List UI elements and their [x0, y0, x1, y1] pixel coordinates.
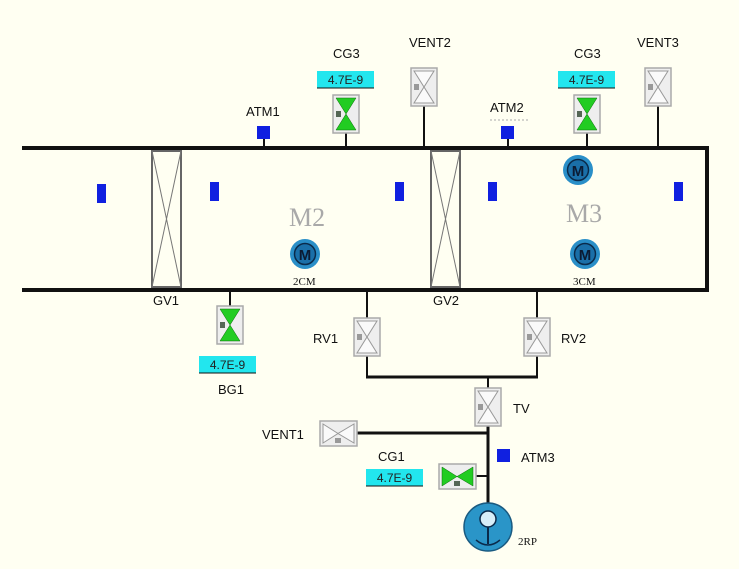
- pump-icon-2rp[interactable]: [463, 502, 513, 552]
- atm-label-atm3: ATM3: [521, 450, 555, 465]
- valve-icon-bg1[interactable]: [216, 305, 244, 345]
- indicator-block: [210, 182, 219, 201]
- valve-label-vent1: VENT1: [262, 427, 304, 442]
- gauge-label-cg1: CG1: [378, 449, 405, 464]
- gauge-readout-cg3-right: 4.7E-9: [558, 71, 615, 89]
- valve-icon-tv[interactable]: [474, 387, 502, 427]
- valve-icon-rv2[interactable]: [523, 317, 551, 357]
- valve-icon-cg1[interactable]: [438, 463, 477, 490]
- gauge-label-cg3-right: CG3: [574, 46, 601, 61]
- gauge-readout-cg3-left: 4.7E-9: [317, 71, 374, 89]
- valve-label-rv1: RV1: [313, 331, 338, 346]
- svg-text:M: M: [572, 163, 585, 180]
- gate-label-gv2: GV2: [433, 293, 459, 308]
- gate-label-gv1: GV1: [153, 293, 179, 308]
- valve-label-vent2: VENT2: [409, 35, 451, 50]
- indicator-block: [488, 182, 497, 201]
- svg-text:4.7E-9: 4.7E-9: [377, 471, 413, 485]
- bottom-pipes: [229, 290, 538, 505]
- valve-icon-vent2[interactable]: [410, 67, 438, 107]
- gauge-label-cg3-left: CG3: [333, 46, 360, 61]
- gate-valve-gv1[interactable]: [151, 150, 182, 288]
- main-chamber: [22, 146, 709, 292]
- indicator-block: [395, 182, 404, 201]
- indicator-block: [674, 182, 683, 201]
- valve-icon-cg3-left[interactable]: [332, 94, 360, 134]
- svg-text:4.7E-9: 4.7E-9: [210, 358, 246, 372]
- chamber-label-m3: M3: [566, 199, 602, 228]
- valve-label-rv2: RV2: [561, 331, 586, 346]
- svg-text:4.7E-9: 4.7E-9: [569, 73, 605, 87]
- gauge-readout-cg1: 4.7E-9: [366, 469, 423, 487]
- valve-icon-rv1[interactable]: [353, 317, 381, 357]
- atm-label-atm2: ATM2: [490, 100, 524, 115]
- motor-label-2cm: 2CM: [293, 276, 316, 288]
- svg-text:4.7E-9: 4.7E-9: [328, 73, 364, 87]
- atm-sensor-atm3[interactable]: [497, 449, 510, 462]
- gate-valve-gv2[interactable]: [430, 150, 461, 288]
- indicator-block: [97, 184, 106, 203]
- pump-label-2rp: 2RP: [518, 536, 537, 548]
- chamber-label-m2: M2: [289, 203, 325, 232]
- chamber-indicators: [97, 182, 683, 203]
- motor-icon-m3-top[interactable]: M: [563, 155, 593, 185]
- gauge-readout-bg1: 4.7E-9: [199, 356, 256, 374]
- gauge-label-bg1: BG1: [218, 382, 244, 397]
- atm-label-atm1: ATM1: [246, 104, 280, 119]
- motor-icon-2cm[interactable]: M: [290, 239, 320, 269]
- valve-icon-vent3[interactable]: [644, 67, 672, 107]
- motor-label-3cm: 3CM: [573, 276, 596, 288]
- motor-icon-3cm[interactable]: M: [570, 239, 600, 269]
- valve-label-vent3: VENT3: [637, 35, 679, 50]
- atm-sensor-atm1[interactable]: [257, 126, 270, 139]
- valve-icon-cg3-right[interactable]: [573, 94, 601, 134]
- svg-text:M: M: [299, 247, 312, 264]
- valve-icon-vent1[interactable]: [319, 420, 358, 447]
- valve-label-tv: TV: [513, 401, 530, 416]
- svg-text:M: M: [579, 247, 592, 264]
- top-pipes: [263, 104, 659, 148]
- atm-sensor-atm2[interactable]: [501, 126, 514, 139]
